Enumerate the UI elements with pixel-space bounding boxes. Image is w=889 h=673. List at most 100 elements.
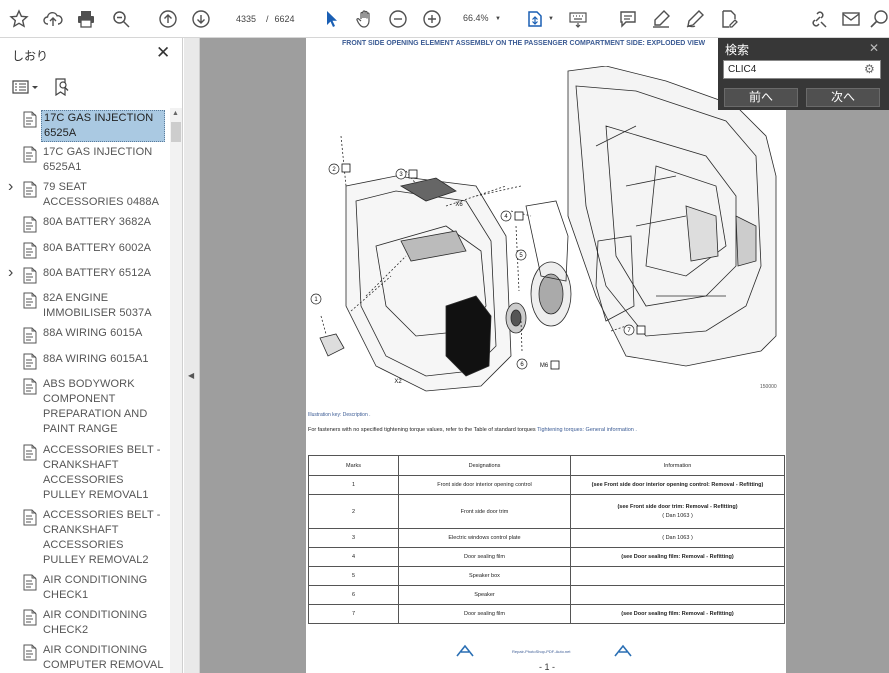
comment-icon[interactable] (615, 6, 641, 32)
bookmark-page-icon (23, 292, 38, 309)
scroll-up-arrow-icon[interactable]: ▲ (172, 110, 179, 117)
zoom-in-icon[interactable] (419, 6, 445, 32)
current-page-input[interactable]: 4335 (235, 14, 256, 24)
expand-chevron-icon[interactable]: › (8, 178, 14, 195)
callout-4: 4 (504, 214, 508, 220)
label-x2: X2 (394, 379, 402, 385)
information-cell: (see Front side door trim: Removal - Ref… (570, 494, 785, 529)
illustration-key-link[interactable]: Illustration key: Description . (308, 412, 371, 418)
share-link-icon[interactable] (805, 6, 831, 32)
search-input[interactable] (723, 60, 881, 79)
bookmark-label: 88A WIRING 6015A (43, 327, 143, 339)
information-text[interactable]: (see Door sealing film: Removal - Refitt… (621, 554, 734, 560)
collapse-arrow-icon[interactable]: ◀ (188, 371, 195, 380)
zoom-out-icon[interactable] (385, 6, 411, 32)
panel-collapse-strip[interactable]: ◀ (184, 38, 200, 673)
mark-cell: 3 (308, 528, 399, 548)
designation-cell: Front side door trim (398, 494, 571, 529)
torque-link[interactable]: Tightening torques: General information … (537, 427, 637, 433)
mark-cell: 6 (308, 585, 399, 605)
zoom-level[interactable]: 66.4% (463, 13, 489, 23)
bookmark-page-icon (23, 267, 38, 284)
edit-document-icon[interactable] (716, 6, 742, 32)
page-down-icon[interactable] (188, 6, 214, 32)
fastening-text: For fasteners with no specified tighteni… (308, 427, 536, 433)
exploded-view-illustration: 1 2 3 4 5 6 7 X6 X2 M6 (310, 66, 777, 392)
mark-cell: 5 (308, 566, 399, 586)
expand-chevron-icon[interactable]: › (8, 264, 14, 281)
bookmark-page-icon (23, 509, 38, 526)
information-cell (570, 585, 785, 605)
information-text: ( Dan 1063 ) (662, 513, 693, 519)
callout-1: 1 (314, 297, 318, 303)
doc-heading: FRONT SIDE OPENING ELEMENT ASSEMBLY ON T… (342, 40, 706, 47)
fit-dropdown-icon[interactable]: ▼ (548, 16, 554, 22)
total-pages: 6624 (274, 14, 295, 24)
search-help-icon[interactable] (866, 6, 889, 32)
bookmark-scrollbar[interactable]: ▲ (170, 108, 182, 673)
bookmark-label: ABS BODYWORK COMPONENT PREPARATION AND P… (43, 378, 148, 435)
print-icon[interactable] (73, 6, 99, 32)
illustration-number: 150000 (760, 384, 777, 390)
fastening-note: For fasteners with no specified tighteni… (308, 427, 637, 433)
keyboard-icon[interactable] (565, 6, 591, 32)
gear-icon[interactable]: ⚙ (864, 62, 875, 76)
email-icon[interactable] (838, 6, 864, 32)
information-cell: ( Dan 1063 ) (570, 528, 785, 548)
bookmark-label: AIR CONDITIONING COMPUTER REMOVAL (43, 644, 164, 671)
star-icon[interactable] (6, 6, 32, 32)
column-header: Information (570, 455, 785, 476)
bookmark-label: 17C GAS INJECTION 6525A1 (43, 146, 153, 173)
bookmark-label: ACCESSORIES BELT - CRANKSHAFT ACCESSORIE… (43, 509, 161, 566)
information-cell (570, 566, 785, 586)
highlight-pen-icon[interactable] (648, 6, 674, 32)
information-text[interactable]: (see Front side door trim: Removal - Ref… (617, 504, 738, 510)
information-text[interactable]: (see Front side door interior opening co… (591, 482, 764, 488)
zoom-search-icon[interactable] (108, 6, 134, 32)
cloud-upload-icon[interactable] (40, 6, 66, 32)
designation-cell: Speaker box (398, 566, 571, 586)
mark-cell: 2 (308, 494, 399, 529)
bookmark-label: 88A WIRING 6015A1 (43, 353, 149, 365)
close-search-icon[interactable]: ✕ (869, 41, 880, 55)
column-header: Marks (308, 455, 399, 476)
zoom-dropdown-icon[interactable]: ▼ (495, 16, 501, 22)
page-up-icon[interactable] (155, 6, 181, 32)
search-panel: 検索 ✕ ⚙ 前へ 次へ (718, 38, 889, 110)
information-cell: (see Front side door interior opening co… (570, 475, 785, 495)
sign-pen-icon[interactable] (682, 6, 708, 32)
information-cell: (see Door sealing film: Removal - Refitt… (570, 547, 785, 567)
scrollbar-thumb[interactable] (171, 122, 181, 142)
table-header-row: Marks Designations Information (308, 455, 785, 476)
hand-tool-icon[interactable] (352, 6, 378, 32)
bookmark-label: ACCESSORIES BELT - CRANKSHAFT ACCESSORIE… (43, 444, 161, 501)
main-toolbar: 4335 / 6624 66.4% ▼ ▼ (0, 0, 889, 38)
options-menu-icon[interactable] (12, 80, 40, 99)
bookmark-page-icon (23, 146, 38, 163)
select-cursor-icon[interactable] (318, 6, 344, 32)
page-separator: / (266, 14, 269, 24)
bookmark-page-icon (23, 327, 38, 344)
fit-page-icon[interactable] (522, 6, 548, 32)
close-panel-icon[interactable]: ✕ (156, 43, 171, 62)
designation-cell: Speaker (398, 585, 571, 605)
bookmark-label: 79 SEAT ACCESSORIES 0488A (43, 181, 160, 208)
bookmark-page-icon (23, 242, 38, 259)
document-canvas: FRONT SIDE OPENING ELEMENT ASSEMBLY ON T… (200, 38, 889, 673)
column-header: Designations (398, 455, 571, 476)
previous-button[interactable]: 前へ (724, 88, 798, 107)
callout-3: 3 (399, 172, 403, 178)
next-button[interactable]: 次へ (806, 88, 880, 107)
find-bookmark-icon[interactable] (54, 78, 70, 101)
information-text: ( Dan 1063 ) (662, 535, 693, 541)
pdf-page: FRONT SIDE OPENING ELEMENT ASSEMBLY ON T… (306, 38, 786, 673)
information-text[interactable]: (see Door sealing film: Removal - Refitt… (621, 611, 734, 617)
label-m6: M6 (540, 363, 549, 369)
bookmark-tools (0, 74, 183, 102)
